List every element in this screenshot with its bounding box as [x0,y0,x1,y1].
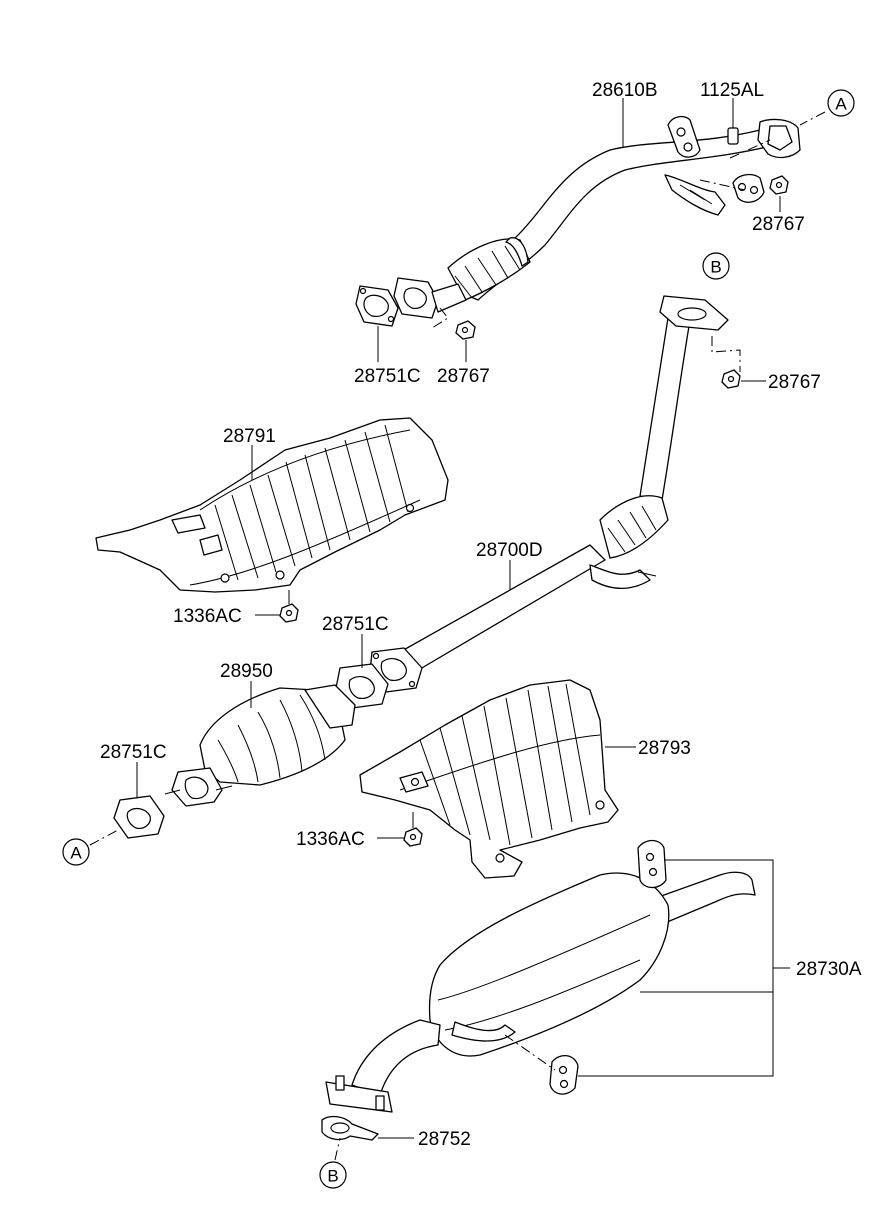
nut-28767-right[interactable] [721,369,741,389]
label-28751C-left: 28751C [100,742,167,763]
ref-circle-a-top: A [827,89,855,117]
gasket-28752[interactable] [321,1115,379,1141]
gasket-28751C-top[interactable] [355,285,399,327]
gasket-28751C-mid[interactable] [335,663,389,709]
ref-a-bottom-text: A [70,844,82,863]
label-28730A: 28730A [796,959,862,980]
label-1336AC-upper: 1336AC [173,606,242,627]
part-labels: 28610B 1125AL 28767 28751C 28767 28767 2… [100,80,862,1150]
ref-circle-a-bottom: A [62,838,90,866]
gasket-28751C-left[interactable] [113,795,165,839]
ref-a-top-text: A [835,95,847,114]
nut-1336AC-lower[interactable] [403,812,423,847]
leader-lines [136,98,790,1139]
ref-circle-b-top: B [702,252,730,280]
label-28950: 28950 [220,661,273,682]
label-28751C-mid: 28751C [322,614,389,635]
label-28791: 28791 [223,426,276,447]
center-lines [89,111,826,1161]
label-28610B: 28610B [592,80,658,101]
muffler-28730A[interactable] [325,839,756,1113]
nut-28767-top[interactable] [769,175,789,195]
catalytic-converter-28950[interactable] [164,684,356,807]
nut-1336AC-upper[interactable] [279,590,299,623]
front-pipe-28610B[interactable] [393,115,801,319]
label-28767-right: 28767 [768,372,821,393]
label-28767-top: 28767 [752,214,805,235]
label-1125AL: 1125AL [700,80,764,101]
label-28700D: 28700D [476,540,543,561]
heat-protector-28791[interactable] [95,417,449,593]
label-28793: 28793 [638,738,691,759]
label-28751C-top: 28751C [354,366,421,387]
bolt-1125AL[interactable] [727,112,739,145]
label-28767-mid: 28767 [437,366,490,387]
heat-protector-28793[interactable] [359,679,619,879]
label-28752: 28752 [418,1129,471,1150]
label-1336AC-lower: 1336AC [296,829,365,850]
nut-28767-mid[interactable] [455,320,476,340]
ref-circle-b-bottom: B [319,1161,347,1189]
center-pipe-28700D[interactable] [369,295,729,693]
ref-b-top-text: B [710,258,721,277]
ref-b-bottom-text: B [327,1167,338,1186]
